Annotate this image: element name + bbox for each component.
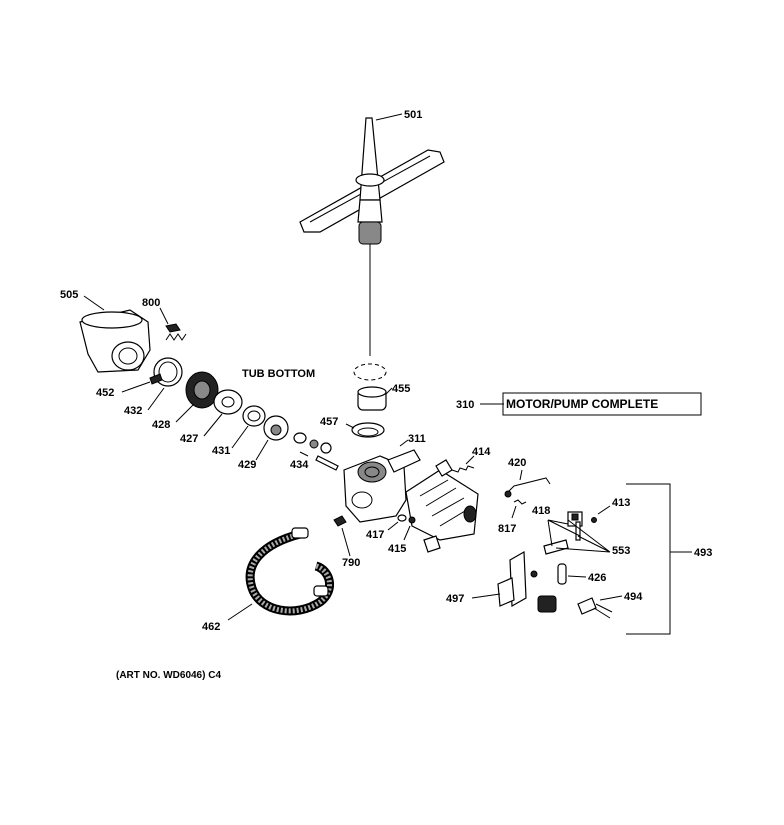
impeller-428 bbox=[185, 371, 219, 409]
label-494: 494 bbox=[624, 591, 643, 603]
clip-452 bbox=[149, 373, 163, 385]
art-number: (ART NO. WD6046) C4 bbox=[116, 670, 221, 681]
screw-414 bbox=[451, 465, 475, 473]
wire-420 bbox=[505, 477, 551, 495]
label-497: 497 bbox=[446, 593, 464, 605]
label-428: 428 bbox=[152, 419, 170, 431]
label-431: 431 bbox=[212, 445, 230, 457]
label-415: 415 bbox=[388, 543, 406, 555]
motor bbox=[405, 459, 479, 553]
clamp-457 bbox=[351, 422, 385, 438]
label-434: 434 bbox=[290, 459, 309, 471]
label-432: 432 bbox=[124, 405, 142, 417]
connector-494 bbox=[577, 597, 613, 619]
label-427: 427 bbox=[180, 433, 198, 445]
housing-505 bbox=[79, 309, 151, 373]
label-462: 462 bbox=[202, 621, 220, 633]
tub-bottom-label: TUB BOTTOM bbox=[242, 368, 315, 380]
group-bracket-493 bbox=[626, 483, 671, 635]
label-800: 800 bbox=[142, 297, 160, 309]
spring-800 bbox=[165, 323, 187, 341]
motor-pump-box bbox=[502, 392, 702, 416]
spring-790 bbox=[333, 515, 347, 527]
hose-462 bbox=[245, 527, 334, 616]
plate-427 bbox=[213, 389, 243, 415]
label-420: 420 bbox=[508, 457, 526, 469]
label-417: 417 bbox=[366, 529, 384, 541]
label-817: 817 bbox=[498, 523, 516, 535]
part-413 bbox=[591, 517, 597, 523]
pump-body-311 bbox=[343, 449, 421, 523]
label-418: 418 bbox=[532, 505, 550, 517]
label-413: 413 bbox=[612, 497, 630, 509]
spray-arm-501 bbox=[299, 117, 445, 356]
part-817 bbox=[513, 499, 527, 505]
label-790: 790 bbox=[342, 557, 360, 569]
label-553: 553 bbox=[612, 545, 630, 557]
label-429: 429 bbox=[238, 459, 256, 471]
label-310: 310 bbox=[456, 399, 474, 411]
bearing-parts-434 bbox=[293, 432, 339, 471]
label-426: 426 bbox=[588, 572, 606, 584]
label-493: 493 bbox=[694, 547, 712, 559]
bracket-497 bbox=[497, 550, 557, 613]
label-455: 455 bbox=[392, 383, 410, 395]
collar-455 bbox=[357, 386, 387, 411]
cap-429 bbox=[263, 415, 289, 441]
seal-431 bbox=[242, 405, 266, 427]
part-426 bbox=[557, 563, 567, 585]
label-311: 311 bbox=[408, 433, 426, 445]
label-414: 414 bbox=[472, 446, 491, 458]
motor-pump-label: MOTOR/PUMP COMPLETE bbox=[506, 397, 658, 411]
part-415 bbox=[408, 516, 416, 524]
label-452: 452 bbox=[96, 387, 114, 399]
label-457: 457 bbox=[320, 416, 338, 428]
label-501: 501 bbox=[404, 109, 422, 121]
part-417 bbox=[397, 514, 407, 522]
label-505: 505 bbox=[60, 289, 78, 301]
tub-ring bbox=[353, 363, 387, 381]
